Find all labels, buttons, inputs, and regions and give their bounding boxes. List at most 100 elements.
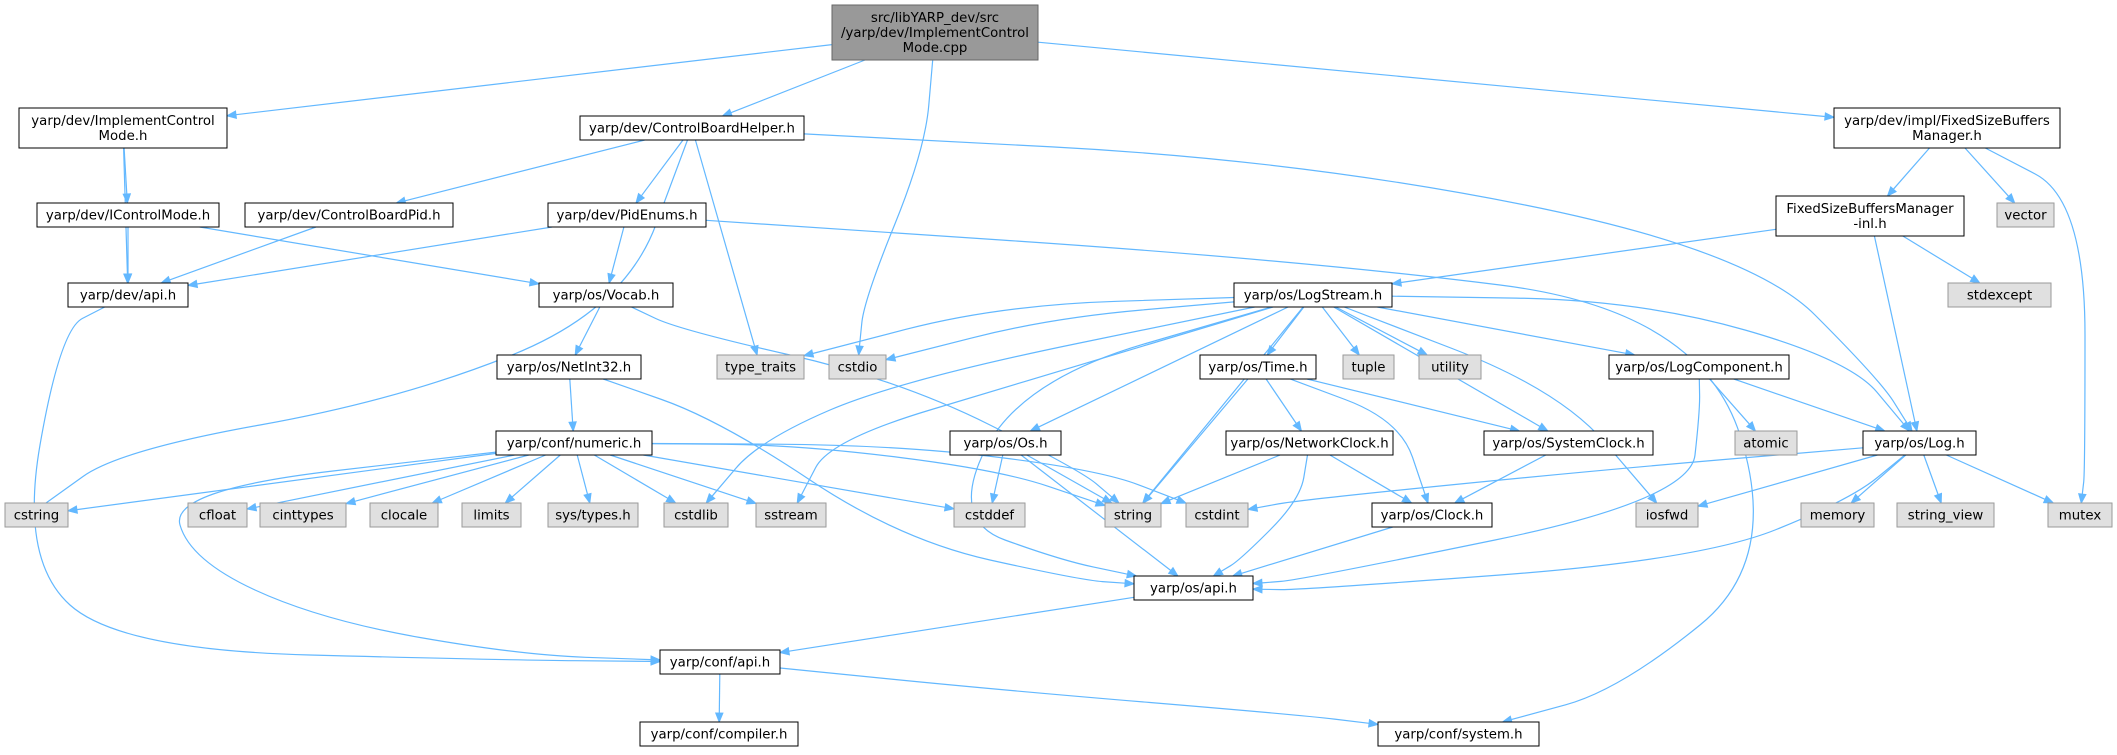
edge-numeric-to-sstream [610, 454, 758, 505]
edge-root-to-icm_h [225, 44, 833, 119]
node-cstring: cstring [4, 502, 69, 528]
node-compiler[interactable]: yarp/conf/compiler.h [639, 721, 799, 747]
arrowhead-icon [1142, 492, 1153, 505]
node-cbpid[interactable]: yarp/dev/ControlBoardPid.h [244, 202, 454, 228]
edge-line [1706, 454, 1878, 505]
edge-line [1148, 378, 1249, 497]
edge-fsbm_inl-to-oslog [1873, 235, 1920, 433]
edge-line [1265, 378, 1297, 424]
edge-vocab-to-string [631, 306, 1120, 504]
edge-fsbm_inl-to-logstream [1390, 228, 1777, 287]
edge-ostime-to-string [1142, 378, 1249, 505]
edge-line [169, 226, 317, 281]
node-osos[interactable]: yarp/os/Os.h [949, 430, 1062, 456]
node-system[interactable]: yarp/conf/system.h [1377, 721, 1540, 747]
edge-oslog-to-mutex [1946, 454, 2055, 504]
arrowhead-icon [1124, 578, 1136, 588]
edge-numeric-to-cstdlib [593, 454, 677, 504]
node-box [659, 649, 781, 675]
edge-numeric-to-limits [504, 454, 561, 504]
edge-fsbm-to-mutex [1985, 147, 2087, 505]
arrowhead-icon [607, 272, 616, 285]
node-sysclock[interactable]: yarp/os/SystemClock.h [1483, 430, 1654, 456]
arrowhead-icon [1167, 566, 1179, 577]
edge-line [76, 452, 497, 511]
node-devapi[interactable]: yarp/dev/api.h [67, 282, 189, 308]
arrowhead-icon [1910, 420, 1920, 433]
edge-line [1241, 526, 1393, 574]
arrowhead-icon [1368, 718, 1380, 728]
edge-line [643, 454, 946, 508]
edge-netclock-to-string [1159, 454, 1281, 505]
node-cstdio: cstdio [828, 354, 887, 380]
edge-line [803, 133, 1908, 424]
node-label: yarp/dev/PidEnums.h [556, 209, 697, 224]
node-cinttypes: cinttypes [259, 502, 347, 528]
arrowhead-icon [574, 344, 584, 357]
arrowhead-icon [1745, 421, 1757, 433]
node-label: cfloat [199, 509, 236, 524]
node-box [461, 502, 522, 528]
node-confapi[interactable]: yarp/conf/api.h [659, 649, 781, 675]
node-netint32[interactable]: yarp/os/NetInt32.h [496, 354, 642, 380]
edge-line [718, 673, 721, 714]
node-pidenums[interactable]: yarp/dev/PidEnums.h [547, 202, 707, 228]
node-vocab[interactable]: yarp/os/Vocab.h [538, 282, 674, 308]
arrowhead-icon [1029, 423, 1041, 432]
node-iosfwd: iosfwd [1635, 502, 1699, 528]
edge-line [1462, 454, 1547, 500]
node-osclock[interactable]: yarp/os/Clock.h [1371, 502, 1493, 528]
node-osapi[interactable]: yarp/os/api.h [1133, 575, 1254, 601]
arrowhead-icon [186, 279, 199, 289]
edge-root-to-cstdio [855, 59, 934, 357]
node-logcomponent[interactable]: yarp/os/LogComponent.h [1608, 354, 1790, 380]
edge-cbh-to-oslog [803, 133, 1913, 433]
arrowhead-icon [2005, 193, 2016, 205]
node-cbh[interactable]: yarp/dev/ControlBoardHelper.h [579, 115, 805, 141]
node-box [1225, 430, 1394, 456]
arrowhead-icon [1094, 498, 1107, 507]
node-logstream[interactable]: yarp/os/LogStream.h [1233, 282, 1393, 308]
node-netclock[interactable]: yarp/os/NetworkClock.h [1225, 430, 1394, 456]
edge-ostime-to-osclock [1289, 378, 1430, 505]
edge-cbpid-to-devapi [159, 226, 317, 284]
edge-line [1220, 454, 1309, 572]
node-label: cstring [14, 509, 59, 524]
node-box [495, 430, 653, 456]
edge-pidenums-to-system [705, 219, 1754, 724]
edge-line [603, 378, 1126, 584]
edge-line [404, 139, 645, 202]
node-box [259, 502, 347, 528]
node-ostime[interactable]: yarp/os/Time.h [1199, 354, 1317, 380]
edge-osos-to-cstddef [989, 454, 1004, 505]
edge-numeric-to-cinttypes [344, 454, 529, 506]
node-label: Manager.h [1912, 129, 1982, 144]
edge-osos-to-string [1026, 454, 1113, 504]
edge-line [631, 306, 1113, 498]
node-fsbm[interactable]: yarp/dev/impl/FixedSizeBuffersManager.h [1833, 107, 2061, 149]
edge-logstream-to-utility [1335, 306, 1429, 356]
edge-fsbm-to-fsbm_inl [1886, 147, 1930, 198]
node-oslog[interactable]: yarp/os/Log.h [1862, 430, 1977, 456]
edge-vocab-to-netint32 [574, 306, 601, 357]
arrowhead-icon [1401, 494, 1413, 504]
node-box [949, 430, 1062, 456]
node-label: src/libYARP_dev/src [871, 11, 999, 26]
node-vector: vector [1996, 202, 2055, 228]
edge-logstream-to-cstdio [884, 301, 1235, 362]
node-label: tuple [1352, 361, 1386, 376]
node-label: iosfwd [1646, 509, 1689, 524]
edge-logcomponent-to-osapi [1251, 378, 1701, 588]
edge-line [511, 454, 561, 498]
node-label: mutex [2059, 509, 2102, 524]
edge-line [1026, 454, 1105, 500]
node-numeric[interactable]: yarp/conf/numeric.h [495, 430, 653, 456]
arrowhead-icon [1886, 186, 1897, 198]
node-label: yarp/dev/ControlBoardHelper.h [589, 122, 795, 137]
node-icontrolmode[interactable]: yarp/dev/IControlMode.h [36, 202, 220, 228]
node-box [828, 354, 887, 380]
node-fsbm_inl[interactable]: FixedSizeBuffersManager-inl.h [1775, 195, 1965, 237]
edge-line [1321, 306, 1355, 349]
arrowhead-icon [855, 345, 864, 357]
